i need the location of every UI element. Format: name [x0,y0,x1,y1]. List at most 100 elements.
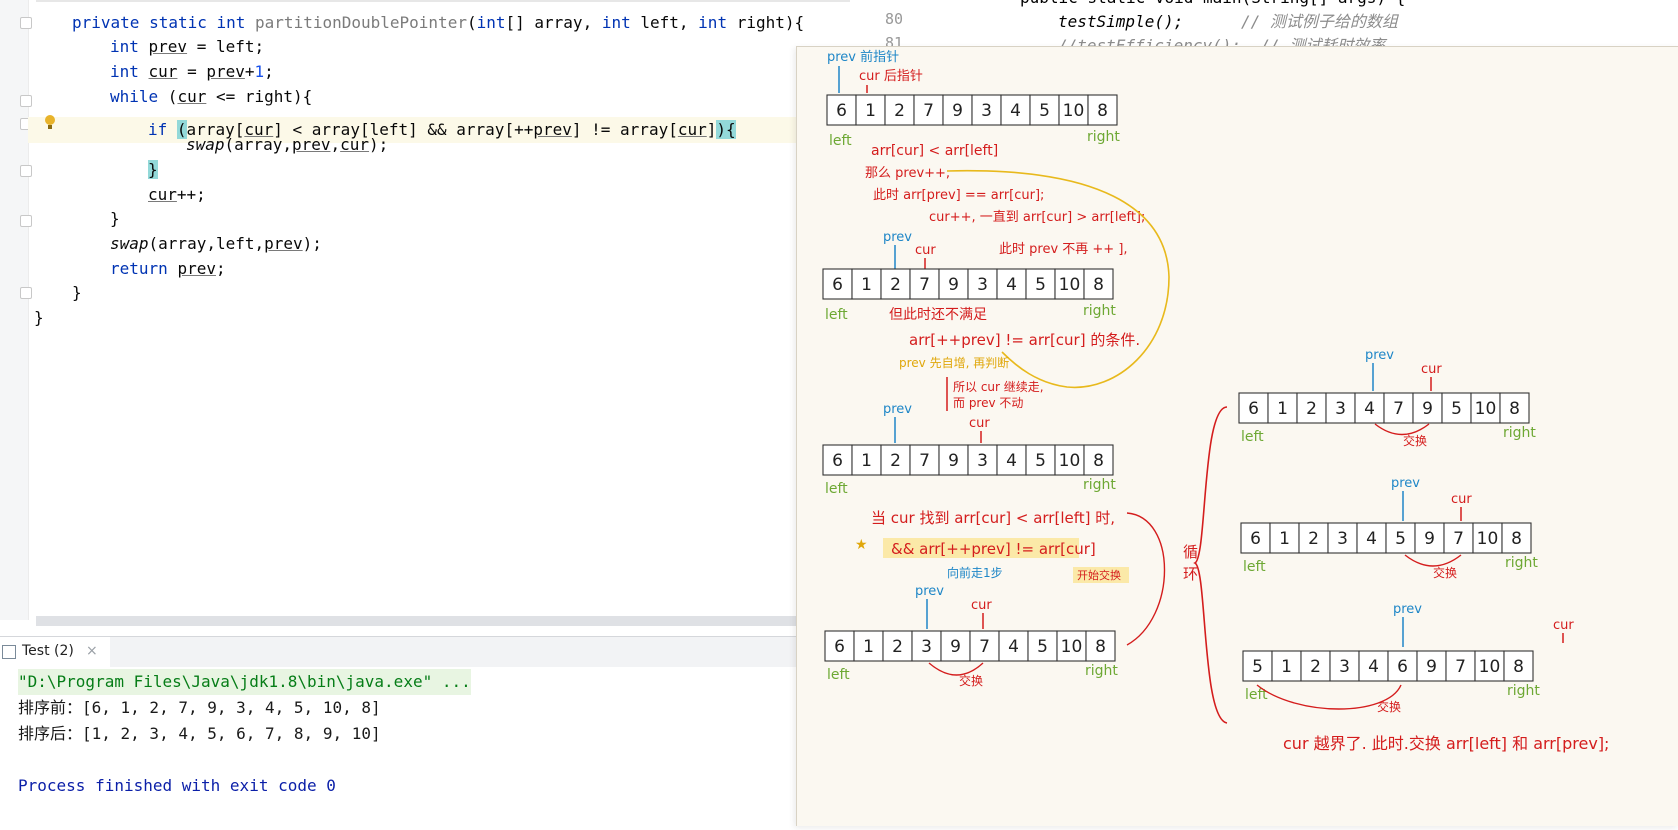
array-cell-value: 8 [1097,101,1108,121]
array-cell-value: 4 [1010,101,1021,121]
note-13: 向前走1步 [947,565,1003,580]
array-cell-value: 1 [1281,657,1292,677]
cur-label-r3: cur [1553,618,1574,633]
swap-label-4: 交换 [959,673,983,688]
lightbulb-icon[interactable] [44,115,56,129]
array-cell-value: 2 [890,275,901,295]
right-code-line-80: testSimple(); // 测试例子给的数组 [1058,12,1398,31]
code-line-9[interactable]: } [110,209,120,228]
array-cell [998,630,1029,662]
array-cell-value: 5 [1451,399,1462,419]
swap-label-r1: 交换 [1403,433,1427,448]
array-cell [851,444,882,476]
code-line-2[interactable]: int prev = left; [110,37,265,56]
array-cell [1298,522,1329,554]
prev-note-label: prev 前指针 [827,49,899,65]
console-line-after: 排序后：[1, 2, 3, 4, 5, 6, 7, 8, 9, 10] [18,724,381,743]
note-17: cur 越界了. 此时.交换 arr[left] 和 arr[prev]; [1283,734,1609,753]
array-cell-value: 6 [832,275,843,295]
array-cell-value: 4 [1366,529,1377,549]
console-output[interactable]: "D:\Program Files\Java\jdk1.8\bin\java.e… [0,667,900,825]
code-editor[interactable]: private static int partitionDoublePointe… [0,0,900,626]
array-cell [1356,522,1387,554]
tab-test-run[interactable]: Test (2) × [0,637,110,670]
array-cell-value: 9 [948,275,959,295]
array-cell-value: 4 [1368,657,1379,677]
array-cell-value: 7 [1455,657,1466,677]
array-cell-value: 7 [919,275,930,295]
code-line-12[interactable]: } [72,283,82,302]
code-line-1[interactable]: private static int partitionDoublePointe… [72,13,805,32]
code-line-4[interactable]: while (cur <= right){ [110,87,313,106]
left-label-r2: left [1243,559,1266,575]
editor-top-border [36,0,900,2]
array-cell [909,268,940,300]
array-cell-value: 3 [921,637,932,657]
array-cell-value: 9 [1424,529,1435,549]
fold-marker[interactable] [20,17,32,29]
right-label: right [1087,129,1120,145]
array-cell-value: 4 [1006,451,1017,471]
code-line-13[interactable]: } [34,308,44,327]
left-label: left [829,133,852,149]
array-cell-value: 3 [981,101,992,121]
array-cell [996,444,1027,476]
fold-marker[interactable] [20,95,32,107]
yellow-loop-arrow [946,169,1170,389]
array-cell-value: 6 [834,637,845,657]
current-line-highlight [28,117,900,143]
array-cell [1029,94,1060,126]
right-label-r3: right [1507,683,1540,699]
array-cell [880,268,911,300]
code-line-11[interactable]: return prev; [110,259,226,278]
array-cell [1058,94,1089,126]
fold-marker[interactable] [20,287,32,299]
prev-label-3: prev [883,402,912,417]
array-cell [855,94,886,126]
console-line-exit: Process finished with exit code 0 [18,776,336,795]
array-cell [1470,392,1501,424]
note-7: arr[++prev] != arr[cur] 的条件. [909,331,1140,349]
array-cell [1296,392,1327,424]
code-line-3[interactable]: int cur = prev+1; [110,62,274,81]
array-cell [911,630,942,662]
code-line-5[interactable]: if (array[cur] < array[left] && array[++… [148,120,736,139]
star-mark: ★ [855,537,868,553]
code-line-8[interactable]: cur++; [148,185,206,204]
swap-curve-r1 [1374,423,1430,436]
code-line-6[interactable]: swap(array,prev,cur); [186,135,389,154]
note-9: 所以 cur 继续走, [953,380,1044,394]
array-cell-value: 10 [1059,275,1081,295]
array-cell-value: 2 [892,637,903,657]
array-cell [1499,392,1530,424]
editor-gutter [0,0,32,620]
close-icon[interactable]: × [86,643,98,659]
note-4: cur++, 一直到 arr[cur] > arr[left]; [929,210,1145,225]
array-cell [1383,392,1414,424]
array-cell [1027,630,1058,662]
array-cell [913,94,944,126]
note-14: 开始交换 [1077,568,1121,582]
array-cell [909,444,940,476]
line-number-80: 80 [885,10,904,28]
swap-label-r2: 交换 [1433,565,1457,580]
array-cell-value: 10 [1061,637,1083,657]
array-cell-value: 1 [1277,399,1288,419]
horizontal-scrollbar[interactable] [36,616,900,626]
right-editor[interactable]: public static void main(String[] args) {… [850,0,1678,55]
array-cell-value: 10 [1477,529,1499,549]
array-cell [826,94,857,126]
array-cell [1083,444,1114,476]
fold-marker[interactable] [20,165,32,177]
code-line-10[interactable]: swap(array,left,prev); [110,234,322,253]
note-1: arr[cur] < arr[left] [871,143,998,159]
array-cell [1242,650,1273,682]
array-cell [971,94,1002,126]
code-line-7[interactable]: } [148,160,158,179]
fold-marker[interactable] [20,215,32,227]
array-cell [969,630,1000,662]
